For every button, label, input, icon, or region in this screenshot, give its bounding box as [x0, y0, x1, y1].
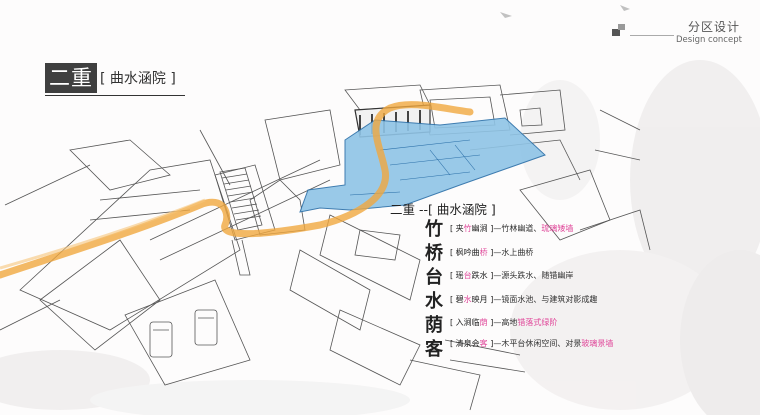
feature-char: 荫: [425, 311, 443, 337]
section-underline: [45, 95, 185, 96]
feature-desc: —源头跌水、随错幽岸: [493, 271, 573, 280]
feature-desc: —高地: [493, 318, 517, 327]
feature-name-post: 映月 ]: [472, 295, 494, 304]
feature-name-pre: [ 碧: [450, 295, 464, 304]
feature-name-pre: [ 瑶: [450, 271, 464, 280]
feature-row: [ 碧水映月 ]—镜面水池、与建筑对影成趣: [450, 294, 597, 305]
feature-name-pre: [ 夹: [450, 224, 464, 233]
section-title: [ 曲水涵院 ]: [100, 68, 176, 88]
feature-name-highlight: 竹: [464, 224, 472, 233]
feature-name-post: 跌水 ]: [472, 271, 494, 280]
header-title: 分区设计: [688, 18, 740, 35]
header-square-icon: [612, 24, 626, 36]
feature-row: [ 清泉会客 ]—木平台休闲空间、对景玻璃景墙: [450, 338, 613, 349]
feature-name-highlight: 荫: [480, 318, 488, 327]
header-subtitle: Design concept: [676, 35, 742, 45]
watercolor-trees: [510, 60, 760, 415]
header-divider: [630, 35, 674, 36]
feature-desc: —水上曲桥: [493, 248, 533, 257]
feature-desc: —木平台休闲空间、对景: [493, 339, 581, 348]
feature-name-highlight: 台: [464, 271, 472, 280]
feature-desc: —镜面水池、与建筑对影成趣: [493, 295, 597, 304]
feature-desc-pink: 错落式绿阶: [517, 318, 557, 327]
feature-char: 台: [425, 263, 443, 289]
feature-char: 竹: [425, 215, 443, 241]
feature-name-pre: [ 枫吟曲: [450, 248, 480, 257]
feature-name-pre: [ 入涧临: [450, 318, 480, 327]
feature-char: 客: [425, 335, 443, 361]
section-badge: 二重: [45, 63, 97, 93]
water-area: [300, 118, 545, 212]
feature-name-highlight: 水: [464, 295, 472, 304]
feature-row: [ 入涧临荫 ]—高地错落式绿阶: [450, 317, 557, 328]
feature-name-highlight: 桥: [480, 248, 488, 257]
feature-name-post: 幽涧 ]: [472, 224, 494, 233]
feature-desc-pink: 玻璃景墙: [581, 339, 613, 348]
feature-desc: —竹林幽道、: [493, 224, 541, 233]
feature-name-highlight: 客: [480, 339, 488, 348]
feature-row: [ 夹竹幽涧 ]—竹林幽道、琉璃矮墙: [450, 223, 573, 234]
feature-name-pre: [ 清泉会: [450, 339, 480, 348]
feature-char: 桥: [425, 239, 443, 265]
birds: [500, 5, 630, 18]
feature-row: [ 瑶台跌水 ]—源头跌水、随错幽岸: [450, 270, 573, 281]
feature-row: [ 枫吟曲桥 ]—水上曲桥: [450, 247, 533, 258]
brush-strokes: [0, 350, 410, 415]
feature-desc-pink: 琉璃矮墙: [541, 224, 573, 233]
feature-char: 水: [425, 287, 443, 313]
